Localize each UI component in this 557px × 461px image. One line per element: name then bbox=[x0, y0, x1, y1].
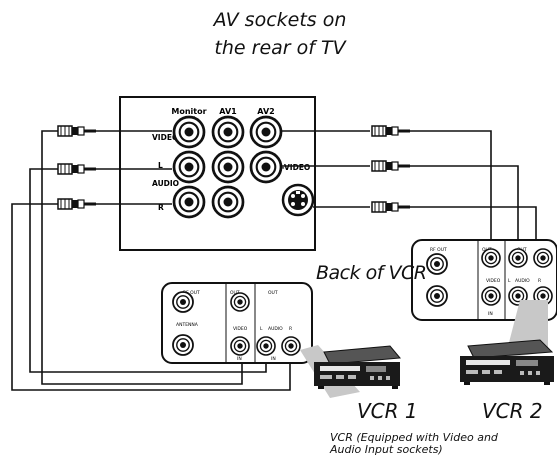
tv-rear-panel bbox=[119, 96, 316, 251]
tv-socket-grid bbox=[172, 115, 283, 219]
svg-text:ANTENNA: ANTENNA bbox=[176, 322, 199, 328]
tv-socket-av1-audio-r bbox=[211, 185, 245, 219]
tv-svideo-label: S-VIDEO bbox=[276, 163, 310, 172]
svideo-socket bbox=[281, 183, 315, 217]
title-line-2: the rear of TV bbox=[214, 37, 346, 59]
vcr2-video-in-socket bbox=[481, 286, 501, 306]
tv-socket-av1-audio-l bbox=[211, 150, 245, 184]
vcr2-antenna-socket bbox=[426, 285, 448, 307]
svg-text:IN: IN bbox=[237, 356, 242, 362]
svg-text:VIDEO: VIDEO bbox=[233, 326, 248, 332]
footnote-line-2: Audio Input sockets) bbox=[330, 443, 443, 456]
tv-row-label-audio: AUDIO bbox=[152, 179, 179, 188]
tv-col-label-av2-1: AV2 bbox=[257, 107, 274, 116]
tv-row-label-l: L bbox=[158, 161, 163, 170]
svg-text:L: L bbox=[260, 326, 263, 332]
tv-col-label-av1-1: AV1 bbox=[219, 107, 237, 116]
vcr1-audio-r-in-socket bbox=[281, 336, 301, 356]
vcr2-audio-r-out-socket bbox=[533, 248, 553, 268]
vcr1-label: VCR 1 bbox=[357, 399, 418, 423]
svg-text:IN: IN bbox=[271, 356, 276, 362]
vcr1-video-in-socket bbox=[230, 336, 250, 356]
vcr-footnote: VCR (Equipped with Video and Audio Input… bbox=[330, 432, 557, 456]
diagram-title: AV sockets on the rear of TV bbox=[170, 6, 390, 62]
plug-right-3 bbox=[371, 201, 410, 213]
title-line-1: AV sockets on bbox=[213, 9, 347, 31]
tv-col-label-monitor-out-1: Monitor bbox=[171, 107, 206, 116]
vcr1-video-out-socket bbox=[230, 292, 250, 312]
plug-left-2 bbox=[57, 163, 96, 175]
tv-socket-monitor-out-audio-r bbox=[172, 185, 206, 219]
svg-text:AUDIO: AUDIO bbox=[515, 278, 530, 284]
vcr2-video-out-socket bbox=[481, 248, 501, 268]
svg-text:RF OUT: RF OUT bbox=[183, 290, 200, 296]
tv-socket-av1-video bbox=[211, 115, 245, 149]
plug-left-1 bbox=[57, 125, 96, 137]
vcr1-antenna-socket bbox=[172, 334, 194, 356]
svg-text:RF OUT: RF OUT bbox=[430, 247, 447, 253]
back-of-vcr-label: Back of VCR bbox=[316, 262, 427, 284]
svg-text:AUDIO: AUDIO bbox=[268, 326, 283, 332]
tv-socket-monitor-out-audio-l bbox=[172, 150, 206, 184]
svg-text:IN: IN bbox=[488, 311, 493, 317]
svg-text:L: L bbox=[508, 278, 511, 284]
plug-right-1 bbox=[371, 125, 410, 137]
tv-socket-monitor-out-video bbox=[172, 115, 206, 149]
vcr1-cables bbox=[11, 130, 291, 391]
vcr2-audio-l-out-socket bbox=[508, 248, 528, 268]
cable-plugs bbox=[57, 125, 410, 213]
vcr1-audio-l-in-socket bbox=[256, 336, 276, 356]
plug-left-3 bbox=[57, 198, 96, 210]
tv-row-label-video: VIDEO bbox=[152, 133, 178, 142]
svg-text:OUT: OUT bbox=[268, 290, 278, 296]
tv-socket-av2-video bbox=[249, 115, 283, 149]
vcr2-cables bbox=[281, 130, 537, 248]
svg-text:OUT: OUT bbox=[230, 290, 240, 296]
svg-text:R: R bbox=[289, 326, 292, 332]
tv-row-label-r: R bbox=[158, 203, 164, 212]
plug-right-2 bbox=[371, 160, 410, 172]
vcr2-rf-out-socket bbox=[426, 253, 448, 275]
svg-text:VIDEO: VIDEO bbox=[486, 278, 501, 284]
vcr2-device bbox=[460, 339, 554, 385]
vcr1-device bbox=[314, 345, 401, 389]
vcr1-rf-out-socket bbox=[172, 291, 194, 313]
svg-text:R: R bbox=[538, 278, 541, 284]
vcr2-label: VCR 2 bbox=[482, 399, 543, 423]
footnote-line-1: VCR (Equipped with Video and bbox=[330, 431, 498, 444]
tv-socket-av2-audio-l bbox=[249, 150, 283, 184]
vcr2-sockets bbox=[426, 248, 553, 307]
vcr1-sockets bbox=[172, 291, 301, 356]
